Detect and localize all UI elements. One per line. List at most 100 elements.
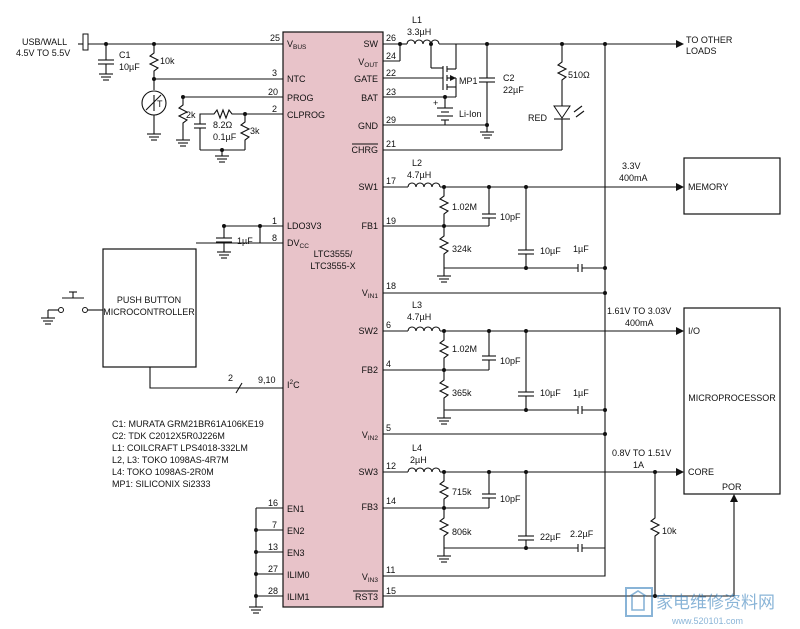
- c22b-label: 2.2µF: [570, 529, 594, 539]
- v2-current: 400mA: [625, 318, 654, 328]
- plus-sign: +: [433, 98, 438, 108]
- pin-name-en1: EN1: [287, 504, 305, 514]
- r3k-label: 3k: [250, 126, 260, 136]
- l1-label: L1: [412, 15, 422, 25]
- memory-box: [683, 157, 781, 215]
- pin-num: 18: [386, 281, 396, 291]
- pin-num: 28: [268, 586, 278, 596]
- pushbutton-label-1: PUSH BUTTON: [117, 295, 181, 305]
- note: C2: TDK C2012X5R0J226M: [112, 431, 225, 441]
- pushbutton-microcontroller-box: [102, 248, 197, 368]
- r102b-label: 1.02M: [452, 344, 477, 354]
- r2k-label: 2k: [186, 110, 196, 120]
- pushbutton-label-2: MICROCONTROLLER: [103, 307, 195, 317]
- led-label: RED: [528, 113, 548, 123]
- watermark-text: 家电维修资料网: [656, 593, 775, 613]
- r324-label: 324k: [452, 244, 472, 254]
- input-connector: [82, 33, 89, 51]
- pin-name-chrg: CHRG: [352, 145, 379, 155]
- pin-name-bat: BAT: [361, 93, 378, 103]
- pin-num: 19: [386, 216, 396, 226]
- r365-label: 365k: [452, 388, 472, 398]
- pin-num: 25: [270, 33, 280, 43]
- l3-inductor: [407, 326, 441, 332]
- r806-label: 806k: [452, 527, 472, 537]
- pin-num: 23: [386, 87, 396, 97]
- memory-label: MEMORY: [688, 182, 728, 192]
- c2-label: C2: [503, 73, 515, 83]
- r102a-label: 1.02M: [452, 202, 477, 212]
- pin-name-vin1: VIN1: [362, 288, 379, 300]
- pin-name-sw: SW: [364, 39, 379, 49]
- mp1-label: MP1: [459, 76, 478, 86]
- bom-notes: C1: MURATA GRM21BR61A106KE19 C2: TDK C20…: [112, 419, 264, 489]
- note: C1: MURATA GRM21BR61A106KE19: [112, 419, 264, 429]
- pin-name-en3: EN3: [287, 548, 305, 558]
- l2-label: L2: [412, 158, 422, 168]
- pin-num: 15: [386, 586, 396, 596]
- pin-num: 11: [386, 565, 395, 575]
- c10pa-label: 10pF: [500, 212, 521, 222]
- pin-name-clprog: CLPROG: [287, 110, 325, 120]
- pin-num: 21: [386, 139, 396, 149]
- note: L1: COILCRAFT LPS4018-332LM: [112, 443, 248, 453]
- pin-name-vout: VOUT: [358, 57, 378, 69]
- pin-name-prog: PROG: [287, 93, 314, 103]
- pin-name-sw1: SW1: [358, 182, 378, 192]
- note: L4: TOKO 1098AS-2R0M: [112, 467, 214, 477]
- pin-name-vin3: VIN3: [362, 572, 379, 584]
- l2-inductor: [407, 182, 441, 188]
- pin-num: 2: [272, 104, 277, 114]
- c10ua-label: 10µF: [540, 246, 561, 256]
- pin-num: 7: [272, 520, 277, 530]
- pin-name-ldo3v3: LDO3V3: [287, 221, 322, 231]
- pin-num: 26: [386, 33, 396, 43]
- pin-name-ilim0: ILIM0: [287, 570, 310, 580]
- pin-name-rst3: RST3: [355, 592, 378, 602]
- pin-num: 6: [386, 320, 391, 330]
- pin-num: 29: [386, 115, 396, 125]
- watermark: 家电维修资料网 www.520101.com: [625, 587, 775, 626]
- other-loads-1: TO OTHER: [686, 35, 733, 45]
- pin-name-dvcc: DVCC: [287, 238, 309, 250]
- l4-label: L4: [412, 443, 422, 453]
- pin-name-ilim1: ILIM1: [287, 592, 310, 602]
- pin-num: 3: [272, 68, 277, 78]
- pin-num: 1: [272, 216, 277, 226]
- pin-num: 5: [386, 423, 391, 433]
- v33-label: 3.3V: [622, 161, 641, 171]
- c10pb-label: 10pF: [500, 356, 521, 366]
- v2-label: 1.61V TO 3.03V: [607, 306, 671, 316]
- pin-num: 9,10: [258, 375, 276, 385]
- microprocessor-label: MICROPROCESSOR: [688, 393, 776, 403]
- pin-name-en2: EN2: [287, 526, 305, 536]
- thermistor-label: T: [157, 99, 163, 109]
- pin-num: 8: [272, 233, 277, 243]
- l1-value: 3.3µH: [407, 27, 431, 37]
- chip-name-1: LTC3555/: [314, 249, 353, 259]
- chip-body: [282, 31, 384, 608]
- r510-label: 510Ω: [568, 70, 590, 80]
- c1ub-label: 1µF: [573, 388, 589, 398]
- l3-value: 4.7µH: [407, 312, 431, 322]
- v3-current: 1A: [633, 460, 644, 470]
- pin-name-sw3: SW3: [358, 467, 378, 477]
- l3-label: L3: [412, 300, 422, 310]
- pin-name-vin2: VIN2: [362, 430, 379, 442]
- l4-inductor: [407, 467, 441, 473]
- c10pc-label: 10pF: [500, 494, 521, 504]
- c10ub-label: 10µF: [540, 388, 561, 398]
- led-diode: [553, 105, 571, 119]
- pin-name-vbus: VBUS: [287, 39, 307, 51]
- c-ldo-label: 1µF: [237, 236, 253, 246]
- pin-num: 22: [386, 68, 396, 78]
- r10k-label: 10k: [160, 56, 175, 66]
- io-label: I/O: [688, 326, 700, 336]
- note: L2, L3: TOKO 1098AS-4R7M: [112, 455, 229, 465]
- pin-num: 4: [386, 359, 391, 369]
- v3-label: 0.8V TO 1.51V: [612, 448, 671, 458]
- pin-name-i2c: I2C: [287, 379, 300, 390]
- input-label-1: USB/WALL: [22, 37, 67, 47]
- c01-label: 0.1µF: [213, 132, 237, 142]
- r715-label: 715k: [452, 487, 472, 497]
